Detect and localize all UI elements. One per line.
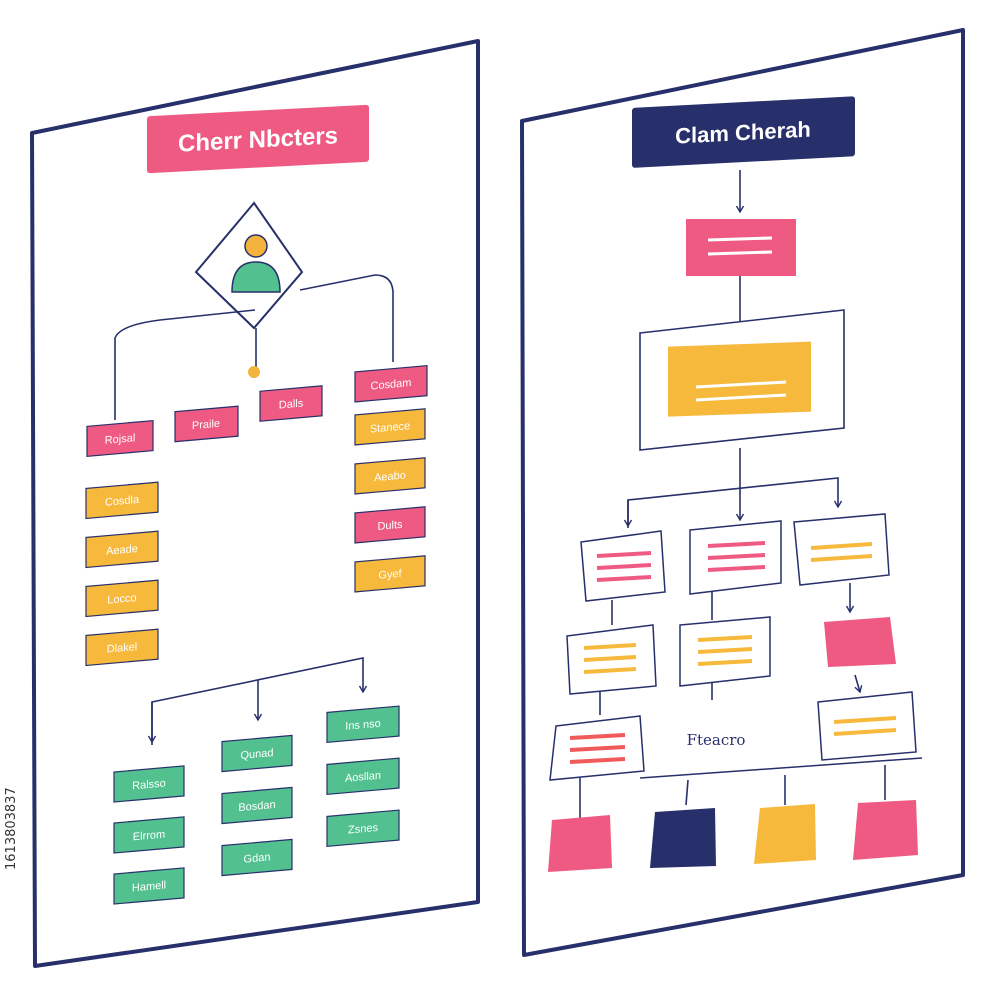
box-dalls: Dalls xyxy=(279,397,304,411)
left-yellow-column: Cosdla Aeade Locco Dlakel xyxy=(85,481,159,667)
box-dlakel: Dlakel xyxy=(107,641,138,656)
right-panel: Clam Cherah xyxy=(520,28,965,957)
right-connectors xyxy=(579,170,886,820)
right-title-banner: Clam Cherah xyxy=(632,96,855,168)
box-locco: Locco xyxy=(107,592,136,607)
box-praile: Praile xyxy=(192,418,220,432)
left-bottom-connectors xyxy=(147,657,368,745)
box-cosdla: Cosdla xyxy=(105,494,140,509)
box-gdan: Gdan xyxy=(244,851,271,865)
box-aeade: Aeade xyxy=(106,543,138,558)
bottom-square-pink xyxy=(548,815,612,872)
box-bosdan: Bosdan xyxy=(238,799,275,814)
card-row-1 xyxy=(580,513,890,602)
box-zsnes: Zsnes xyxy=(348,822,378,837)
stock-image-id: 1613803837 xyxy=(4,787,19,870)
green-column-2: Qunad Bosdan Gdan xyxy=(221,734,293,877)
left-top-connectors xyxy=(114,274,394,420)
bottom-squares xyxy=(548,800,918,872)
green-column-3: Ins nso Aosllan Zsnes xyxy=(326,705,400,848)
box-cosdam: Cosdam xyxy=(371,377,412,393)
junction-dot xyxy=(248,366,260,378)
box-ralsso: Ralsso xyxy=(132,778,166,793)
card-row-2 xyxy=(566,616,896,695)
pink-solid-card xyxy=(824,617,896,667)
fteacro-label: Fteacro xyxy=(687,731,746,749)
box-stanece: Stanece xyxy=(370,420,410,436)
box-rojsal: Rojsal xyxy=(105,432,136,447)
bottom-square-navy xyxy=(650,808,716,868)
left-panel: Cherr Nbcters Rojsal Praile xyxy=(30,39,480,968)
right-yellow-column: Stanece Aeabo Dults Gyef xyxy=(354,408,426,593)
box-hamell: Hamell xyxy=(132,879,166,894)
box-gyef: Gyef xyxy=(378,568,402,582)
box-ins-nso: Ins nso xyxy=(345,718,380,733)
bottom-square-pink-2 xyxy=(853,800,918,860)
green-column-1: Ralsso Elrrom Hamell xyxy=(113,765,185,905)
box-aeabo: Aeabo xyxy=(374,470,406,485)
box-aosllan: Aosllan xyxy=(345,770,381,785)
person-avatar-icon xyxy=(194,201,304,330)
right-pink-block xyxy=(686,219,796,276)
box-dults: Dults xyxy=(377,519,403,533)
box-elrrom: Elrrom xyxy=(133,829,165,844)
left-pink-row: Rojsal Praile Dalls Cosdam xyxy=(86,364,428,458)
box-qunad: Qunad xyxy=(240,747,273,762)
right-main-container xyxy=(639,309,845,451)
card-row-3: Fteacro xyxy=(549,691,923,781)
bottom-square-yellow xyxy=(754,804,816,864)
left-title-banner: Cherr Nbcters xyxy=(147,104,369,174)
